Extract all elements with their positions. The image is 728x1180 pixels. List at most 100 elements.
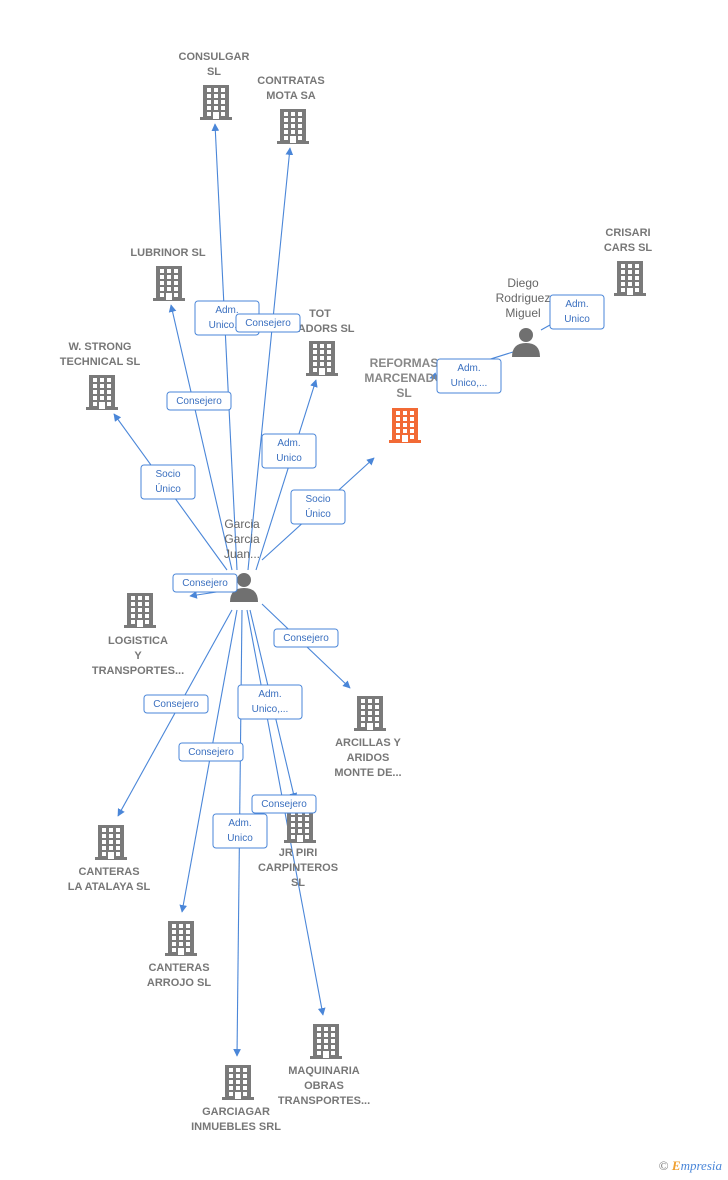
edge-label-text: Adm.: [565, 299, 588, 310]
node-label: LA ATALAYA SL: [68, 881, 151, 893]
node-canteras_atalaya[interactable]: CANTERAS LA ATALAYA SL: [68, 825, 151, 893]
edge-label-garcia-to-lubrinor[interactable]: Consejero: [166, 391, 232, 411]
node-maquinaria[interactable]: MAQUINARIAOBRASTRANSPORTES...: [278, 1024, 370, 1107]
node-label: REFORMAS: [370, 356, 439, 370]
edge-label-text: Consejero: [188, 747, 234, 758]
node-logistica[interactable]: LOGISTICAYTRANSPORTES...: [92, 593, 184, 677]
node-label: SL: [207, 66, 221, 78]
node-garcia[interactable]: GarciaGarciaJuan...: [224, 517, 260, 602]
brand-name: mpresia: [680, 1158, 722, 1173]
edge-label-garcia-to-canteras_arrojo[interactable]: Consejero: [178, 742, 244, 762]
node-label: TECHNICAL SL: [60, 356, 141, 368]
edge-garcia-to-lubrinor: [168, 304, 233, 571]
node-label: ARIDOS: [347, 752, 390, 764]
edge-label-text: Consejero: [245, 318, 291, 329]
node-label: ARCILLAS Y: [335, 737, 401, 749]
edge-label-text: Unico,...: [451, 378, 488, 389]
edge-label-text: Unico: [564, 314, 590, 325]
building-icon: [284, 808, 316, 843]
node-label: Garcia: [224, 517, 260, 531]
edge-label-garcia-to-maquinaria[interactable]: Consejero: [251, 794, 317, 814]
node-label: Miguel: [505, 306, 540, 320]
edge-label-text: Unico,...: [252, 704, 289, 715]
node-label: CONSULGAR: [179, 51, 250, 63]
edge-label-box: [212, 813, 268, 849]
building-icon: [86, 375, 118, 410]
node-label: TOT: [309, 308, 331, 320]
person-icon: [230, 573, 258, 602]
edge-label-box: [237, 684, 303, 720]
building-icon: [124, 593, 156, 628]
node-label: ARROJO SL: [147, 977, 211, 989]
building-icon: [153, 266, 185, 301]
person-icon: [512, 328, 540, 357]
brand-initial: E: [671, 1158, 681, 1173]
edge-label-text: Unico: [276, 453, 302, 464]
node-label: SL: [396, 386, 411, 400]
edge-label-text: Único: [305, 507, 331, 520]
node-label: CRISARI: [605, 227, 650, 239]
edge-label-text: Adm.: [258, 689, 281, 700]
node-label: CANTERAS: [78, 866, 139, 878]
footer-brand[interactable]: © Empresia: [659, 1158, 722, 1174]
node-garciagar[interactable]: GARCIAGAR INMUEBLES SRL: [191, 1065, 281, 1133]
edge-label-box: [436, 358, 502, 394]
node-tot[interactable]: TOT...IADORS SL: [285, 308, 355, 376]
node-label: CANTERAS: [148, 962, 209, 974]
node-consulgar[interactable]: CONSULGAR SL: [179, 51, 250, 120]
edge-label-text: Consejero: [176, 396, 222, 407]
node-label: TRANSPORTES...: [278, 1095, 370, 1107]
building-icon: [277, 109, 309, 144]
edge-label-text: Único: [155, 482, 181, 495]
node-label: INMUEBLES SRL: [191, 1121, 281, 1133]
edge-label-garcia-to-arcillas[interactable]: Consejero: [273, 628, 339, 648]
edge-label-text: Consejero: [153, 699, 199, 710]
node-label: MARCENADO: [364, 371, 443, 385]
building-icon: [354, 696, 386, 731]
node-lubrinor[interactable]: LUBRINOR SL: [130, 247, 206, 301]
edge-label-text: Socio: [305, 494, 330, 505]
edge-label-text: Consejero: [182, 578, 228, 589]
node-label: W. STRONG: [69, 341, 132, 353]
edge-label-garcia-to-jrpiri[interactable]: Adm. Unico,...: [237, 684, 303, 720]
edge-label-diego-to-crisari[interactable]: Adm. Unico: [549, 294, 605, 330]
building-icon: [165, 921, 197, 956]
edge-garcia-to-contratas: [247, 147, 294, 571]
edge-garcia-to-tot: [255, 379, 318, 571]
node-label: GARCIAGAR: [202, 1106, 270, 1118]
edge-label-text: Adm.: [277, 438, 300, 449]
edge-label-box: [140, 464, 196, 500]
building-icon: [310, 1024, 342, 1059]
edge-label-garcia-to-garciagar[interactable]: Adm.Unico: [212, 813, 268, 849]
edge-label-garcia-to-contratas[interactable]: Consejero: [235, 313, 301, 333]
edge-label-box: [549, 294, 605, 330]
building-icon: [614, 261, 646, 296]
edge-label-diego-to-reformas[interactable]: Adm.Unico,...: [436, 358, 502, 394]
node-label: LOGISTICA: [108, 635, 168, 647]
edge-label-text: Adm.: [215, 305, 238, 316]
node-label: CARPINTEROS: [258, 862, 338, 874]
edge-labels-layer: Adm.Unico,...ConsejeroConsejeroAdm.Unico…: [140, 294, 605, 849]
edge-garcia-to-consulgar: [211, 123, 238, 571]
node-wstrong[interactable]: W. STRONG TECHNICAL SL: [60, 341, 141, 410]
edge-label-box: [290, 489, 346, 525]
node-label: Garcia: [224, 532, 260, 546]
edge-label-garcia-to-tot[interactable]: Adm. Unico: [261, 433, 317, 469]
node-label: CONTRATAS: [257, 75, 324, 87]
edge-label-box: [273, 628, 339, 648]
node-canteras_arrojo[interactable]: CANTERAS ARROJO SL: [147, 921, 211, 989]
node-label: Juan...: [224, 547, 260, 561]
building-icon: [306, 341, 338, 376]
edge-label-garcia-to-canteras_atalaya[interactable]: Consejero: [143, 694, 209, 714]
edge-label-garcia-to-logistica[interactable]: Consejero: [172, 573, 238, 593]
